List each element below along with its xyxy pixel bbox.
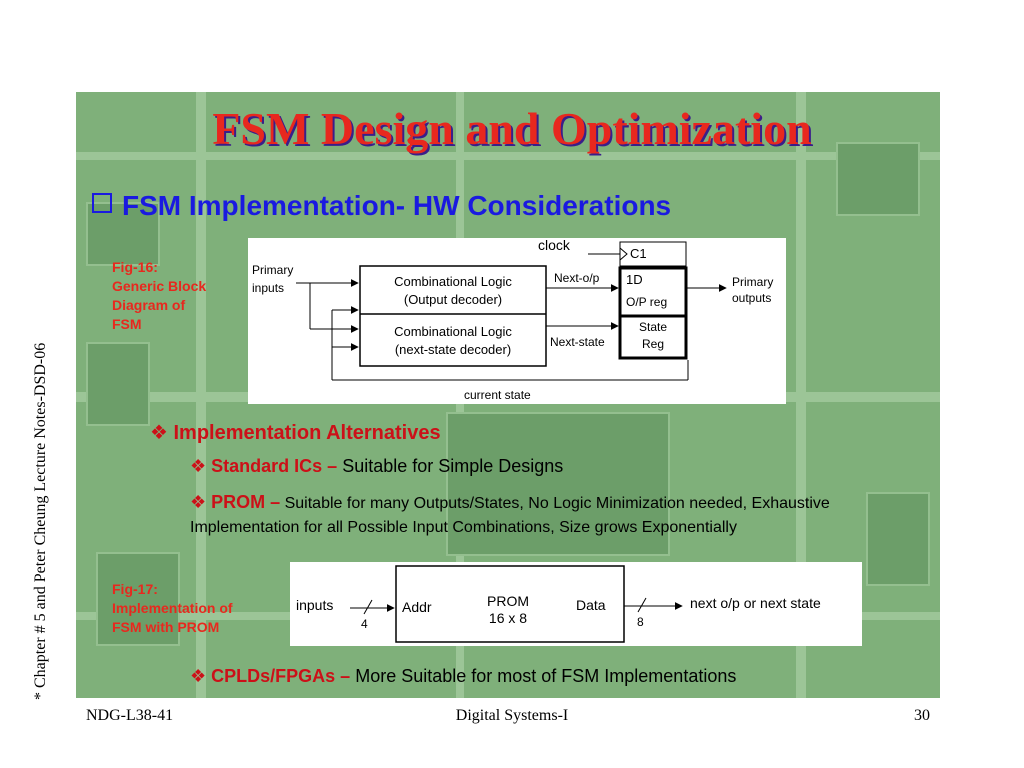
fig16-caption-line: Diagram of (112, 297, 186, 313)
addr-label: Addr (402, 599, 432, 615)
state-register (618, 314, 688, 360)
fig17-caption: Fig-17: Implementation of FSM with PROM (112, 580, 233, 637)
prom-label: PROM (487, 593, 529, 609)
current-state-label: current state (464, 388, 531, 402)
output-decoder-label: (Output decoder) (404, 292, 502, 307)
fig17-caption-line: FSM with PROM (112, 619, 220, 635)
cpld-item: ❖ CPLDs/FPGAs – More Suitable for most o… (190, 666, 736, 687)
diamond-bullet-icon: ❖ (150, 422, 174, 444)
state-reg-label: State (639, 320, 667, 334)
prom-size-label: 16 x 8 (489, 610, 527, 626)
side-note: * Chapter # 5 and Peter Cheung Lecture N… (32, 342, 49, 700)
data-label: Data (576, 597, 606, 613)
primary-inputs-label: Primary (252, 263, 293, 277)
d1-label: 1D (626, 272, 643, 287)
combinational-logic-block (359, 265, 547, 367)
c1-label: C1 (630, 246, 647, 261)
clock-label: clock (538, 238, 571, 253)
fig16-caption-line: Generic Block (112, 278, 207, 294)
standard-ics-text: Suitable for Simple Designs (342, 456, 564, 476)
next-op-label: Next-o/p (554, 271, 600, 285)
primary-outputs-label: Primary (732, 275, 773, 289)
page-number: 30 (914, 707, 930, 724)
op-reg-label: O/P reg (626, 295, 667, 309)
cpld-text: More Suitable for most of FSM Implementa… (355, 666, 737, 686)
footer-left: NDG-L38-41 (86, 707, 174, 724)
next-state-decoder-label: (next-state decoder) (395, 342, 511, 357)
prom-implementation-diagram: inputs 4 Addr PROM 16 x 8 Data 8 next o/… (290, 562, 862, 646)
fig17-caption-line: Fig-17: (112, 581, 158, 597)
output-register (618, 266, 688, 318)
diamond-bullet-icon: ❖ (190, 456, 212, 476)
fig16-caption: Fig-16: Generic Block Diagram of FSM (112, 258, 206, 334)
state-reg-label: Reg (642, 337, 664, 351)
primary-inputs-label: inputs (252, 281, 284, 295)
diamond-bullet-icon: ❖ (190, 492, 212, 512)
next-output-label: next o/p or next state (690, 595, 821, 611)
output-bus-width: 8 (637, 615, 644, 629)
prom-block (395, 565, 625, 643)
diamond-bullet-icon: ❖ (190, 666, 212, 686)
input-bus-width: 4 (361, 617, 368, 631)
fsm-block-diagram: clock Primary inputs Combinational Logic… (248, 238, 786, 404)
clock-input-box (619, 241, 687, 267)
fig16-caption-line: FSM (112, 316, 142, 332)
next-state-label: Next-state (550, 335, 605, 349)
section-heading: FSM Implementation- HW Considerations (92, 190, 671, 222)
fig17-caption-line: Implementation of (112, 600, 233, 616)
alternatives-title: ❖ Implementation Alternatives (150, 420, 441, 445)
standard-ics-item: ❖ Standard ICs – Suitable for Simple Des… (190, 456, 563, 477)
cpld-label: CPLDs/FPGAs – (211, 666, 351, 686)
footer-center: Digital Systems-I (455, 707, 569, 724)
alternatives-title-text: Implementation Alternatives (173, 422, 441, 444)
fig16-caption-line: Fig-16: (112, 259, 158, 275)
slide-title: FSM Design and Optimization (212, 103, 812, 154)
primary-outputs-label: outputs (732, 291, 771, 305)
section-heading-text: FSM Implementation- HW Considerations (122, 190, 672, 221)
output-decoder-label: Combinational Logic (394, 274, 512, 289)
checkbox-bullet-icon (92, 193, 112, 213)
inputs-label: inputs (296, 597, 333, 613)
standard-ics-label: Standard ICs – (211, 456, 338, 476)
next-state-decoder-label: Combinational Logic (394, 324, 512, 339)
prom-label: PROM – (211, 492, 281, 512)
prom-item: ❖ PROM – Suitable for many Outputs/State… (190, 490, 910, 540)
prom-text: Suitable for many Outputs/States, No Log… (190, 495, 830, 536)
